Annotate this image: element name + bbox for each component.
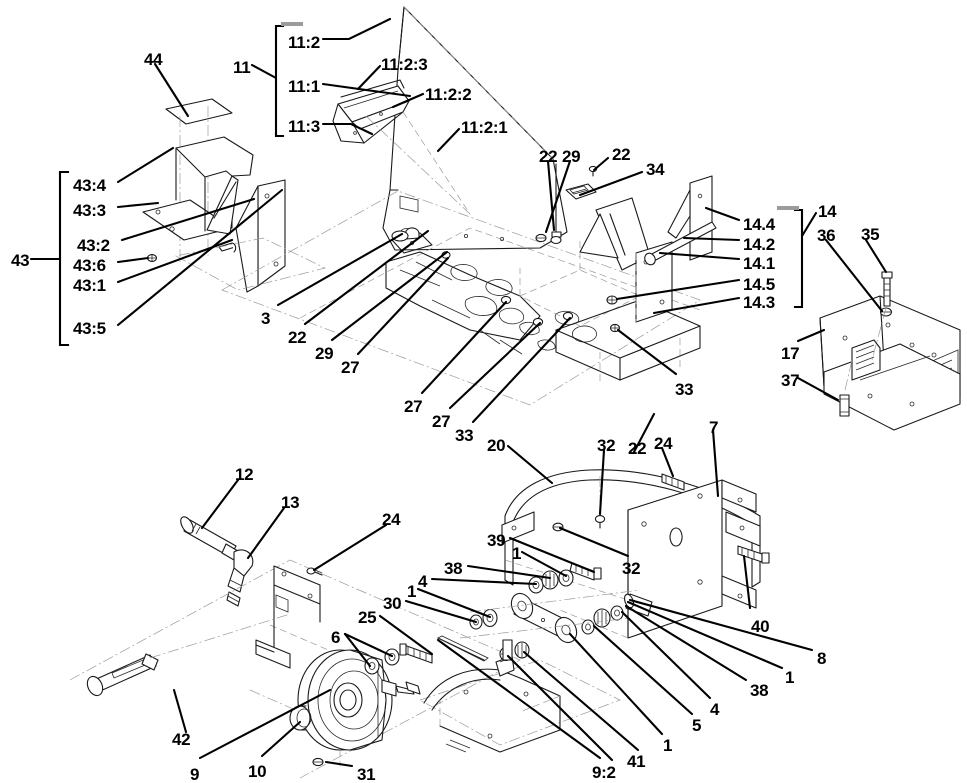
clamp-34 [565,183,597,200]
bolt-35 [881,271,893,307]
callout-27-a: 27 [341,358,360,377]
callout-11-1: 11:1 [288,77,320,96]
pin-41 [502,639,513,661]
callout-20: 20 [487,436,506,455]
callout-29-a: 29 [562,147,581,166]
pin-43-5 [218,242,237,253]
callout-22-a: 22 [539,147,558,166]
callout-32-a: 32 [597,436,616,455]
callout-10: 10 [248,762,267,781]
callout-44: 44 [144,50,163,69]
callout-1-c: 1 [785,668,795,687]
pin-37 [839,394,850,417]
hardware-top [528,562,602,594]
hardware-bottom [437,635,530,662]
callout-14-3: 14.3 [743,293,775,312]
callout-41: 41 [627,752,646,771]
callout-5: 5 [692,716,702,735]
callout-32-b: 32 [622,559,641,578]
callout-34: 34 [646,160,665,179]
part-42-handle [86,613,291,697]
callout-27-b: 27 [404,397,423,416]
callout-17: 17 [781,344,800,363]
callout-39: 39 [487,531,506,550]
nut-6 [364,657,380,675]
callout-42: 42 [172,730,191,749]
callout-25: 25 [358,608,377,627]
callout-29-b: 29 [315,344,334,363]
bolt-25 [399,643,433,664]
callout-36: 36 [817,226,836,245]
callout-31: 31 [357,765,376,783]
callout-43-6: 43:6 [73,256,106,275]
callout-35: 35 [861,225,880,244]
callout-14-4: 14.4 [743,215,775,234]
callout-43-2: 43:2 [77,236,110,255]
part-11-assembly [332,6,568,251]
callout-11-2-3: 11:2:3 [381,55,428,74]
callout-22-d: 22 [628,439,647,458]
bracket-11 [250,22,303,138]
bolt-40 [737,545,770,564]
bracket-14 [777,206,818,309]
callout-12: 12 [235,465,254,484]
callout-11-2-1: 11:2:1 [461,118,508,137]
callout-22-b: 22 [612,145,631,164]
callout-13: 13 [281,493,300,512]
callout-14-1: 14.1 [743,254,775,273]
bolt-24-right [661,473,685,491]
callout-11-2: 11:2 [288,33,320,52]
bolt-22-top [550,163,562,245]
callout-7: 7 [709,418,719,437]
bracket-43 [29,170,70,347]
part-13-fitting [226,549,254,607]
callout-24-a: 24 [654,434,673,453]
callout-27-c: 27 [432,412,451,431]
part-6-clutch [249,643,433,767]
rod-14-1 [644,221,717,266]
callout-1-a: 1 [512,544,522,563]
part-17-shield [819,271,961,431]
callout-24-b: 24 [382,510,401,529]
callout-11-2-2: 11:2:2 [425,85,472,104]
callout-14-5: 14.5 [743,275,775,294]
part-43-assembly [142,136,327,293]
callout-14-2: 14.2 [743,235,775,254]
callout-38-a: 38 [444,559,463,578]
callout-43-5: 43:5 [73,319,106,338]
callout-4-a: 4 [418,572,428,591]
callout-1-b: 1 [407,582,417,601]
part-20-loop [501,469,770,639]
callout-43: 43 [11,251,30,270]
callout-33-b: 33 [675,380,694,399]
callout-6: 6 [331,628,341,647]
callout-8: 8 [817,649,827,668]
callout-43-1: 43:1 [73,276,106,295]
callout-30: 30 [383,594,402,613]
hardware-left [469,608,498,630]
callout-22-c: 22 [288,328,307,347]
bolt-31 [312,757,324,767]
callout-1-d: 1 [663,736,673,755]
callout-11: 11 [233,58,251,77]
bolt-29-top [535,233,547,243]
central-chassis [221,163,717,406]
leader-lines [116,17,888,768]
callout-38-b: 38 [750,681,769,700]
callout-9: 9 [190,765,200,783]
callout-14: 14 [818,202,837,221]
callout-9-2: 9:2 [592,763,616,782]
callout-43-4: 43:4 [73,176,106,195]
callout-11-3: 11:3 [288,117,320,136]
callout-3: 3 [261,309,271,328]
bottom-chassis [69,559,621,779]
callout-33-a: 33 [455,426,474,445]
callout-37: 37 [781,371,800,390]
callout-4-b: 4 [710,700,720,719]
callout-43-3: 43:3 [73,201,106,220]
callout-40: 40 [751,617,770,636]
